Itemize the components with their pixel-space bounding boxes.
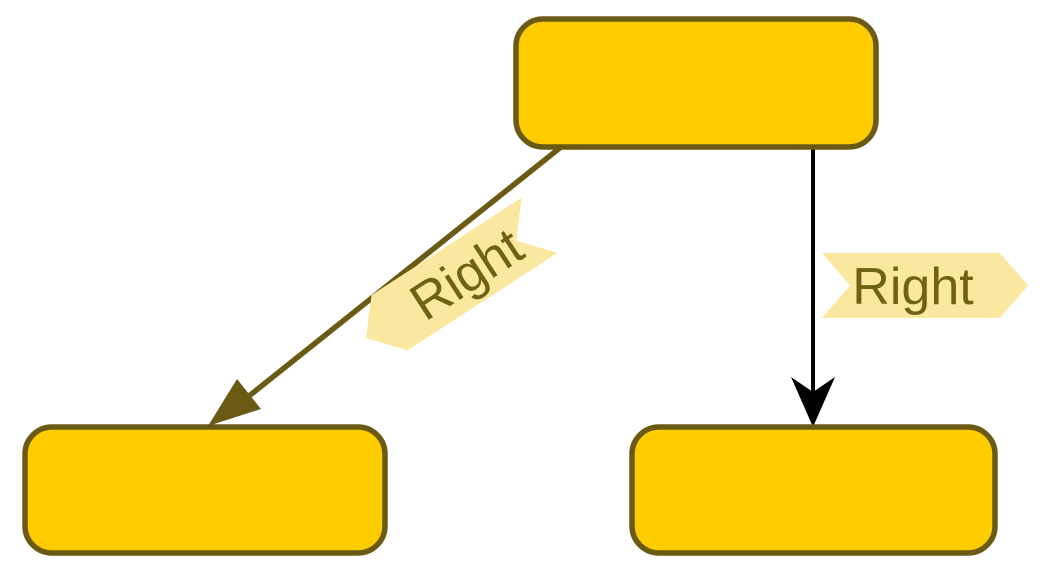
edge-line[interactable] — [247, 144, 563, 399]
edge-top-to-bottom-right[interactable] — [791, 146, 835, 427]
edge-top-to-bottom-left[interactable] — [208, 144, 563, 426]
node-bottom-right[interactable] — [629, 424, 998, 556]
edge-arrowhead[interactable] — [208, 379, 261, 426]
edge-arrowhead[interactable] — [791, 377, 835, 427]
node-top[interactable] — [513, 16, 879, 150]
edge-label-banner[interactable] — [348, 197, 558, 366]
edge-label-vertical[interactable]: Right — [822, 253, 1028, 318]
edge-label-text[interactable]: Right — [852, 258, 974, 316]
node-bottom-left[interactable] — [22, 424, 388, 556]
edge-label-banner[interactable] — [822, 253, 1028, 318]
edge-label-diagonal[interactable]: Right — [348, 197, 558, 366]
